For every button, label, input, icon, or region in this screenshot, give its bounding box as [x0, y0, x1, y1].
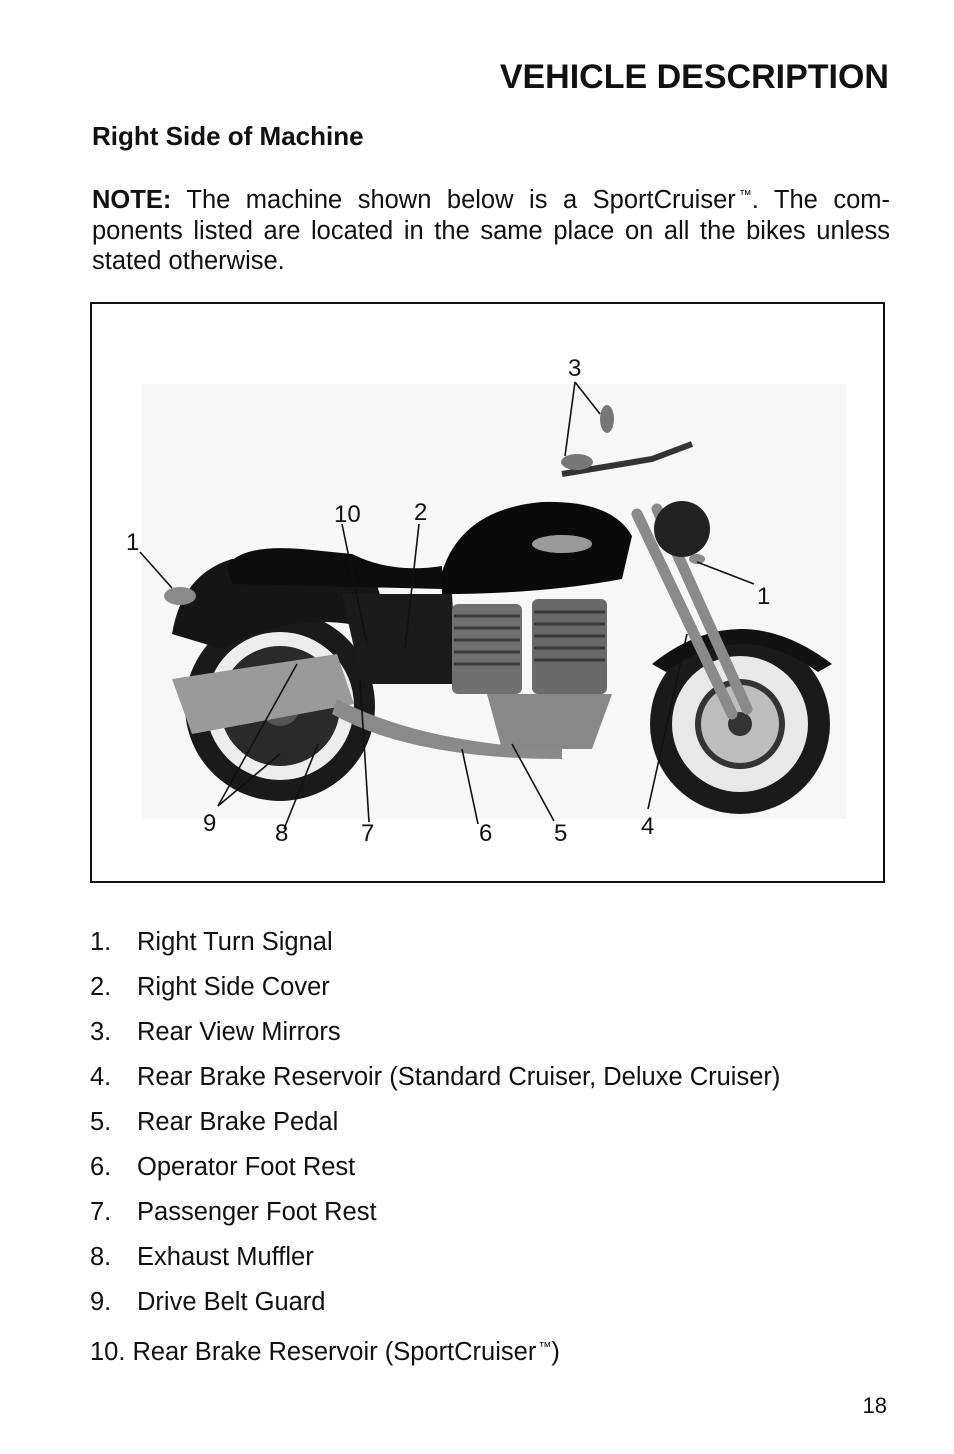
list-item: 2. Right Side Cover: [90, 971, 780, 1016]
item-label-end: ): [551, 1338, 560, 1366]
front-turn-signal: [689, 554, 705, 564]
item-number: 1.: [90, 928, 112, 956]
page-subtitle: Right Side of Machine: [92, 121, 364, 151]
motorcycle-figure: 1 2 3 4 5 6 7 8 9 10 1: [90, 302, 885, 883]
section-title: VEHICLE DESCRIPTION: [499, 58, 889, 96]
callout-6: 6: [479, 820, 493, 847]
item-label: Right Side Cover: [137, 973, 330, 1001]
callout-1-front: 1: [757, 583, 771, 610]
callout-9: 9: [203, 810, 217, 837]
side-cover: [342, 594, 457, 684]
item-label: Right Turn Signal: [137, 928, 333, 956]
item-number: 6.: [90, 1153, 112, 1181]
item-label: Rear Brake Pedal: [137, 1108, 339, 1136]
seat: [227, 548, 442, 589]
list-item: 5. Rear Brake Pedal: [90, 1106, 780, 1151]
engine: [452, 599, 612, 749]
item-label: Exhaust Muffler: [137, 1243, 314, 1271]
callout-1-rear: 1: [126, 529, 140, 556]
note-text-start: The machine shown below is a SportCruise…: [171, 186, 736, 214]
item-label: Operator Foot Rest: [137, 1153, 356, 1181]
list-item: 9. Drive Belt Guard: [90, 1286, 780, 1331]
item-number: 4.: [90, 1063, 112, 1091]
item-number: 9.: [90, 1288, 112, 1316]
callout-4: 4: [641, 813, 655, 840]
mirror-left: [561, 454, 593, 470]
callout-7: 7: [361, 820, 375, 847]
trademark-mark: ™: [738, 187, 752, 202]
item-number: 7.: [90, 1198, 112, 1226]
leader-lines: [139, 381, 755, 830]
parts-list: 1. Right Turn Signal 2. Right Side Cover 3…: [90, 926, 780, 1376]
item-label: Drive Belt Guard: [137, 1288, 326, 1316]
callout-3: 3: [568, 355, 582, 382]
list-item: 1. Right Turn Signal: [90, 926, 780, 971]
handlebar: [561, 441, 694, 477]
page-number: 18: [862, 1393, 887, 1418]
item-number: 8.: [90, 1243, 112, 1271]
trademark-mark: ™: [538, 1339, 552, 1354]
item-number: 5.: [90, 1108, 112, 1136]
callout-10: 10: [334, 501, 361, 528]
rear-turn-signal: [164, 587, 196, 605]
tank-badge: [532, 535, 592, 553]
list-item: 6. Operator Foot Rest: [90, 1151, 780, 1196]
item-number: 10.: [90, 1338, 126, 1366]
callout-2: 2: [414, 499, 428, 526]
item-label: Rear View Mirrors: [137, 1018, 341, 1046]
list-item: 4. Rear Brake Reservoir (Standard Cruiser…: [90, 1061, 780, 1106]
list-item: 8. Exhaust Muffler: [90, 1241, 780, 1286]
mirror-right: [600, 405, 614, 433]
item-label: Passenger Foot Rest: [137, 1198, 377, 1226]
callout-5: 5: [554, 820, 568, 847]
item-label: Rear Brake Reservoir (Standard Cruiser, …: [137, 1063, 781, 1091]
exhaust: [172, 654, 562, 759]
list-item: 3. Rear View Mirrors: [90, 1016, 780, 1061]
note-text-end: . The com-ponents listed are located in …: [92, 186, 890, 275]
motorcycle-illustration: [139, 381, 846, 830]
callout-8: 8: [275, 820, 289, 847]
headlight: [654, 501, 710, 557]
item-number: 3.: [90, 1018, 112, 1046]
item-number: 2.: [90, 973, 112, 1001]
note-paragraph: NOTE: The machine shown below is a Sport…: [92, 180, 890, 277]
list-item: 7. Passenger Foot Rest: [90, 1196, 780, 1241]
note-label: NOTE:: [92, 186, 172, 214]
item-label: Rear Brake Reservoir (SportCruiser: [132, 1338, 537, 1366]
